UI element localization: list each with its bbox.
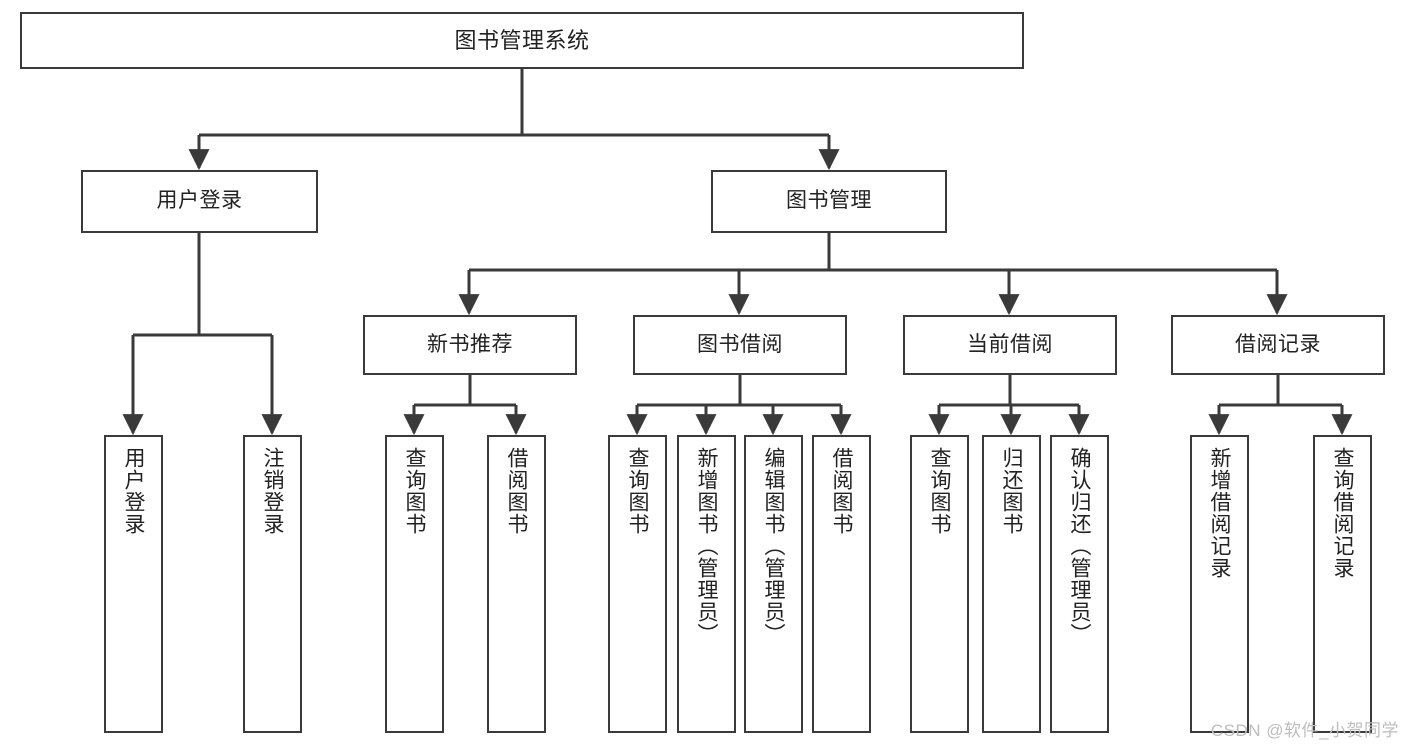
- node-leaf-12[interactable]: 查询借阅记录: [1313, 435, 1372, 733]
- node-root-图书管理系统[interactable]: 图书管理系统: [20, 12, 1024, 69]
- node-level2-1[interactable]: 图书管理: [711, 170, 947, 233]
- node-leaf-1[interactable]: 注销登录: [243, 435, 302, 733]
- node-label: 确认归还（管理员）: [1068, 447, 1092, 645]
- node-level2-0[interactable]: 用户登录: [81, 170, 318, 233]
- node-label: 借阅图书: [830, 447, 854, 535]
- node-label: 用户登录: [122, 447, 146, 535]
- node-leaf-5[interactable]: 新增图书（管理员）: [677, 435, 736, 733]
- node-level3-1[interactable]: 图书借阅: [633, 315, 847, 375]
- node-label: 注销登录: [261, 447, 285, 535]
- node-label: 编辑图书（管理员）: [762, 447, 786, 645]
- node-leaf-3[interactable]: 借阅图书: [487, 435, 546, 733]
- node-label: 借阅图书: [505, 447, 529, 535]
- node-label: 图书管理: [786, 189, 872, 213]
- node-label: 查询图书: [626, 447, 650, 535]
- node-label: 新增图书（管理员）: [695, 447, 719, 645]
- node-level3-0[interactable]: 新书推荐: [363, 315, 577, 375]
- node-leaf-6[interactable]: 编辑图书（管理员）: [744, 435, 803, 733]
- node-leaf-0[interactable]: 用户登录: [104, 435, 163, 733]
- node-label: 新书推荐: [427, 332, 513, 356]
- node-leaf-9[interactable]: 归还图书: [982, 435, 1041, 733]
- node-level3-3[interactable]: 借阅记录: [1171, 315, 1385, 375]
- node-label: 用户登录: [156, 189, 243, 213]
- node-label: 借阅记录: [1235, 332, 1321, 356]
- node-label: 查询借阅记录: [1331, 447, 1355, 579]
- node-label: 图书借阅: [697, 332, 783, 356]
- node-leaf-7[interactable]: 借阅图书: [812, 435, 871, 733]
- node-leaf-2[interactable]: 查询图书: [385, 435, 444, 733]
- node-label: 当前借阅: [967, 332, 1053, 356]
- node-label: 查询图书: [403, 447, 427, 535]
- node-leaf-10[interactable]: 确认归还（管理员）: [1050, 435, 1109, 733]
- node-label: 查询图书: [928, 447, 952, 535]
- node-label: 归还图书: [1000, 447, 1024, 535]
- node-level3-2[interactable]: 当前借阅: [903, 315, 1117, 375]
- node-leaf-4[interactable]: 查询图书: [608, 435, 667, 733]
- node-label: 新增借阅记录: [1208, 447, 1232, 579]
- watermark: CSDN @软件_小贺同学: [1210, 721, 1399, 740]
- node-label: 图书管理系统: [454, 27, 590, 53]
- node-leaf-8[interactable]: 查询图书: [910, 435, 969, 733]
- node-leaf-11[interactable]: 新增借阅记录: [1190, 435, 1249, 733]
